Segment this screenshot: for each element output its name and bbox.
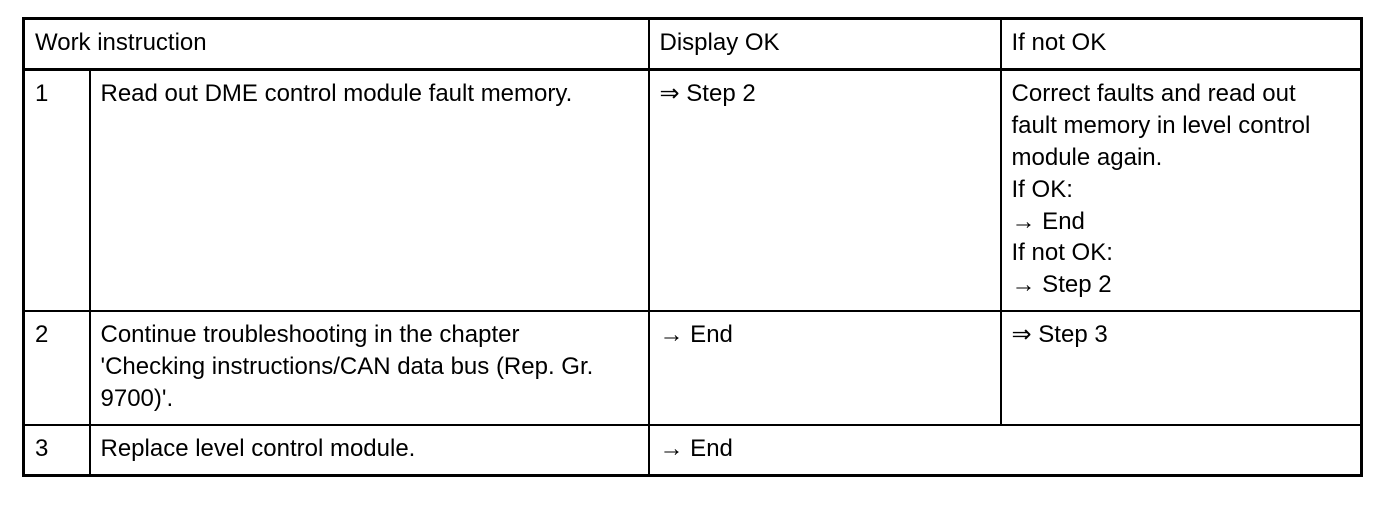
table-row: 3 Replace level control module. → End: [22, 423, 1363, 477]
table-body: 1 Read out DME control module fault memo…: [22, 67, 1363, 477]
step-instruction: Read out DME control module fault memory…: [88, 67, 650, 313]
column-header-display-ok: Display OK: [647, 17, 1002, 71]
column-header-if-not-ok: If not OK: [999, 17, 1363, 71]
table-row: 1 Read out DME control module fault memo…: [22, 67, 1363, 313]
table-header-row: Work instruction Display OK If not OK: [22, 17, 1363, 71]
work-instruction-table: Work instruction Display OK If not OK 1 …: [22, 17, 1364, 477]
step-number: 2: [22, 310, 91, 426]
step-if-not-ok: Correct faults and read out fault memory…: [999, 67, 1363, 313]
step-display-ok: → End: [647, 423, 1363, 477]
table-header: Work instruction Display OK If not OK: [22, 17, 1363, 71]
step-instruction: Continue troubleshooting in the chapter …: [88, 310, 650, 426]
column-header-work-instruction: Work instruction: [22, 17, 650, 71]
table-row: 2 Continue troubleshooting in the chapte…: [22, 310, 1363, 426]
step-instruction: Replace level control module.: [88, 423, 650, 477]
step-display-ok: → End: [647, 310, 1002, 426]
step-number: 1: [22, 67, 91, 313]
step-number: 3: [22, 423, 91, 477]
step-display-ok: ⇒ Step 2: [647, 67, 1002, 313]
step-if-not-ok: ⇒ Step 3: [999, 310, 1363, 426]
